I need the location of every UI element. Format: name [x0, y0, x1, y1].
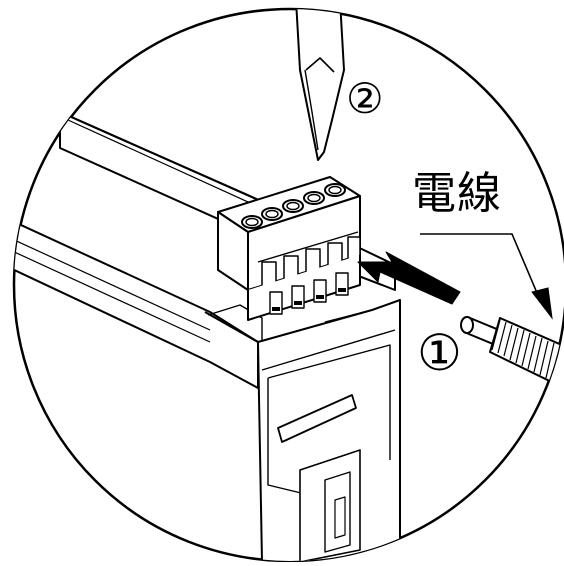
electric-wire	[460, 316, 564, 389]
step-2-marker: ②	[346, 74, 384, 123]
module-body	[14, 111, 401, 561]
terminal-block	[217, 176, 361, 321]
wire-label-leader	[420, 233, 553, 320]
insert-arrow	[357, 251, 461, 305]
screwdriver	[295, 9, 345, 161]
step-1-marker: ①	[417, 324, 462, 382]
wire-label: 電線	[412, 168, 502, 219]
